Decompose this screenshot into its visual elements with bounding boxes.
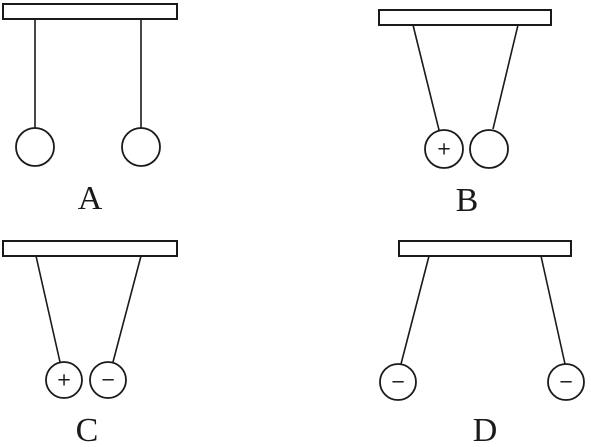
right-thread: [540, 255, 566, 365]
panel-label: B: [456, 182, 479, 219]
right-thread: [492, 24, 519, 130]
right-ball-charge: −: [558, 372, 573, 393]
left-thread: [400, 255, 430, 365]
left-thread: [412, 24, 440, 131]
right-thread: [112, 255, 142, 363]
right-ball: [469, 129, 509, 169]
left-thread: [35, 255, 61, 363]
support-bar: [2, 240, 178, 257]
panel-label: C: [76, 412, 99, 447]
support-bar: [378, 9, 552, 26]
left-ball: [45, 361, 83, 399]
right-ball: [121, 127, 161, 167]
left-ball-charge: −: [390, 372, 405, 393]
panel-d: − − D: [379, 240, 585, 447]
support-bar: [398, 240, 572, 257]
left-ball-charge: +: [436, 139, 451, 160]
left-ball: [424, 129, 464, 169]
left-ball-charge: +: [56, 370, 71, 391]
panel-c: + − C: [2, 240, 178, 447]
panel-b: + B: [378, 9, 552, 219]
panel-label: D: [473, 412, 498, 447]
panel-label: A: [78, 180, 103, 217]
left-ball: [379, 363, 417, 401]
right-ball-charge: −: [100, 370, 115, 391]
right-ball: [547, 363, 585, 401]
right-ball: [89, 361, 127, 399]
panel-a: A: [2, 3, 178, 217]
support-bar: [2, 3, 178, 20]
left-ball: [15, 127, 55, 167]
